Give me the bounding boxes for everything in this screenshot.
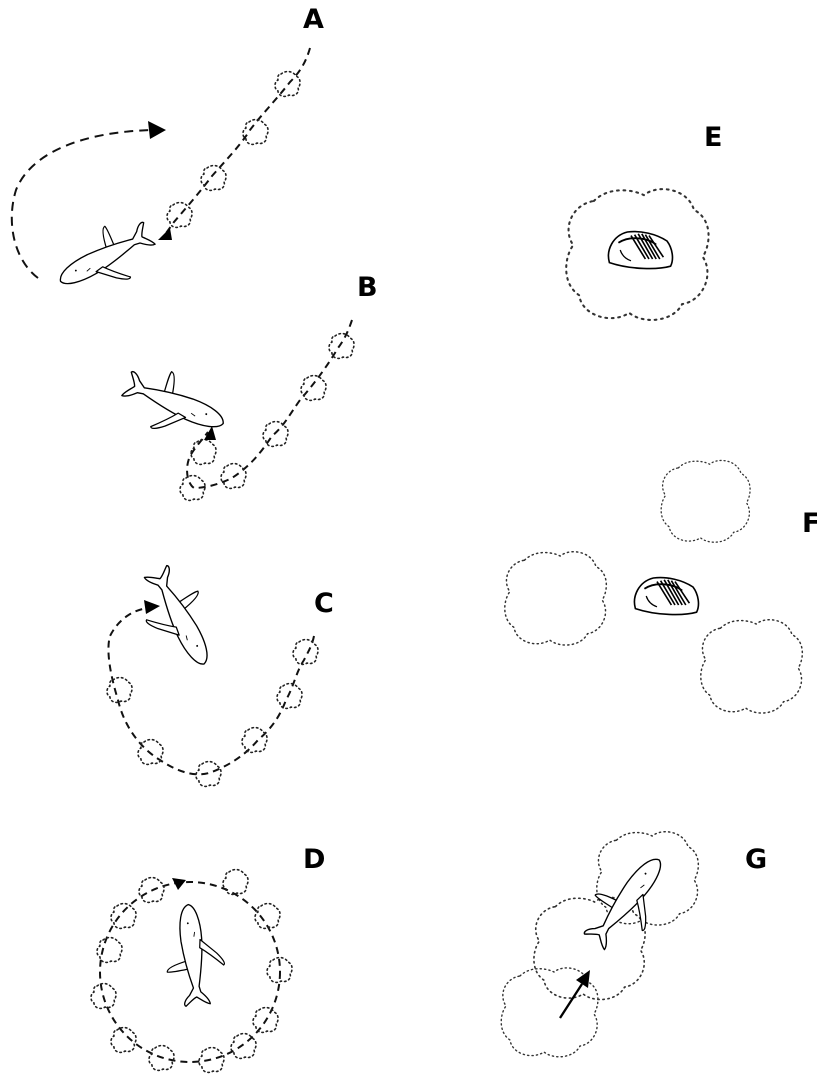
bubble-a-3	[201, 166, 226, 191]
prey-school-e	[608, 232, 672, 269]
panel-label-g: G	[745, 844, 767, 875]
swim-path-a	[12, 130, 152, 278]
bubble-cloud-f-1	[661, 460, 750, 542]
arrowhead-d	[172, 878, 186, 890]
panel-a: A	[12, 4, 324, 308]
panel-label-d: D	[303, 844, 325, 875]
bubble-d-10	[97, 938, 122, 963]
bubble-b-6	[191, 440, 216, 465]
bubble-trail-c	[108, 608, 314, 774]
panel-label-a: A	[303, 4, 324, 35]
bubble-trail-a	[164, 48, 310, 236]
whale-d	[160, 901, 228, 1007]
whale-g	[572, 842, 683, 961]
panel-c: C	[107, 558, 334, 786]
panel-label-e: E	[704, 122, 722, 153]
arrowhead-a-1	[158, 228, 172, 240]
bubble-a-2	[243, 120, 268, 145]
panel-label-c: C	[314, 588, 334, 619]
bubble-c-2	[277, 684, 302, 709]
arrowhead-c	[144, 600, 160, 614]
arrowhead-g	[576, 970, 590, 988]
panel-d: D	[91, 844, 325, 1072]
bubble-d-12	[139, 878, 164, 903]
panel-label-b: B	[357, 272, 378, 303]
lunge-arrow-g	[560, 984, 582, 1018]
panel-g: G	[501, 832, 767, 1057]
bubble-d-2	[255, 904, 280, 929]
panel-f: F	[505, 460, 817, 713]
bubble-cloud-g-2	[534, 897, 645, 999]
arrowhead-a-2	[148, 121, 166, 139]
bubble-a-4	[167, 203, 192, 228]
bubble-c-6	[107, 678, 132, 703]
panel-b: B	[115, 272, 378, 500]
whale-b	[115, 358, 234, 452]
panel-label-f: F	[802, 508, 817, 539]
bubble-c-3	[242, 728, 267, 753]
panel-e: E	[566, 122, 722, 320]
bubble-trail-b	[187, 320, 352, 488]
arrowhead-b	[204, 426, 216, 440]
bubble-d-11	[111, 904, 136, 929]
bubble-c-1	[293, 640, 318, 665]
bubble-cloud-f-2	[505, 552, 607, 645]
whale-a	[47, 209, 163, 307]
bubble-c-4	[196, 762, 221, 787]
bubble-d-6	[199, 1048, 224, 1073]
whale-c	[128, 558, 230, 678]
bubble-b-2	[301, 376, 326, 401]
prey-school-f	[634, 578, 698, 615]
bubble-cloud-f-3	[701, 620, 803, 713]
